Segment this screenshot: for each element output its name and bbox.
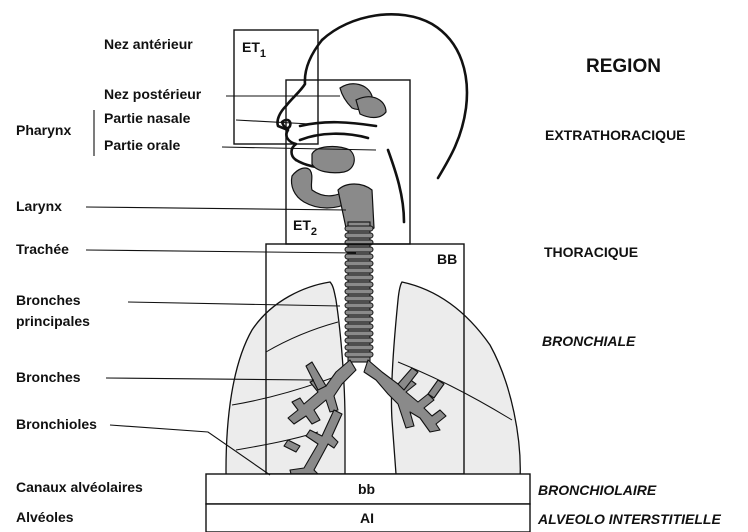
trachea-ring	[345, 303, 373, 308]
leader-partie-nasale	[236, 120, 310, 124]
label-et1: ET1	[242, 39, 266, 60]
trachea-ring	[345, 254, 373, 259]
neck-back	[388, 150, 404, 222]
label-pharynx: Pharynx	[16, 122, 71, 138]
turbinate	[356, 97, 386, 118]
trachea	[345, 222, 373, 362]
trachea-ring	[345, 226, 373, 231]
trachea-ring	[345, 268, 373, 273]
nasal-floor	[300, 122, 376, 126]
label-bb-lower: bb	[358, 481, 375, 497]
region-thoracique: THORACIQUE	[544, 244, 638, 260]
trachea-ring	[345, 233, 373, 238]
label-canaux-alveolaires: Canaux alvéolaires	[16, 479, 143, 495]
region-bronchiale: BRONCHIALE	[542, 333, 636, 349]
label-et2-main: ET	[293, 217, 311, 233]
region-labels: REGION EXTRATHORACIQUE THORACIQUE BRONCH…	[537, 56, 721, 527]
trachea-ring	[345, 324, 373, 329]
label-et1-main: ET	[242, 39, 260, 55]
label-bronches-principales-line1: Bronches	[16, 292, 81, 308]
region-extrathoracique: EXTRATHORACIQUE	[545, 127, 686, 143]
region-bronchiolaire: BRONCHIOLAIRE	[538, 482, 657, 498]
region-alveolo-interstitielle: ALVEOLO INTERSTITIELLE	[537, 511, 721, 527]
label-et2: ET2	[293, 217, 317, 238]
trachea-ring	[345, 282, 373, 287]
label-nez-anterieur: Nez antérieur	[104, 36, 193, 52]
anatomy-labels: Nez antérieur Nez postérieur Pharynx Par…	[16, 36, 202, 525]
label-nez-posterieur: Nez postérieur	[104, 86, 202, 102]
label-et2-sub: 2	[311, 226, 317, 238]
region-heading: REGION	[586, 56, 661, 77]
label-trachee: Trachée	[16, 241, 69, 257]
label-alveoles: Alvéoles	[16, 509, 74, 525]
label-et1-sub: 1	[260, 48, 266, 60]
label-bronches: Bronches	[16, 369, 81, 385]
label-bronchioles: Bronchioles	[16, 416, 97, 432]
label-larynx: Larynx	[16, 198, 62, 214]
label-ai: AI	[360, 510, 374, 526]
leader-larynx	[86, 207, 346, 210]
label-bronches-principales-line2: principales	[16, 313, 90, 329]
leader-trachee	[86, 250, 356, 253]
trachea-ring	[345, 310, 373, 315]
trachea-ring	[345, 331, 373, 336]
trachea-ring	[345, 247, 373, 252]
trachea-ring	[345, 275, 373, 280]
label-partie-nasale: Partie nasale	[104, 110, 191, 126]
trachea-ring	[345, 338, 373, 343]
trachea-ring	[345, 352, 373, 357]
palate	[300, 134, 368, 140]
trachea-ring	[345, 289, 373, 294]
trachea-ring	[345, 317, 373, 322]
label-bb-upper: BB	[437, 251, 457, 267]
trachea-ring	[345, 345, 373, 350]
trachea-ring	[345, 296, 373, 301]
tongue	[312, 147, 354, 173]
face-profile	[277, 40, 322, 160]
label-partie-orale: Partie orale	[104, 137, 180, 153]
leader-partie-orale	[222, 147, 376, 150]
trachea-ring	[345, 261, 373, 266]
